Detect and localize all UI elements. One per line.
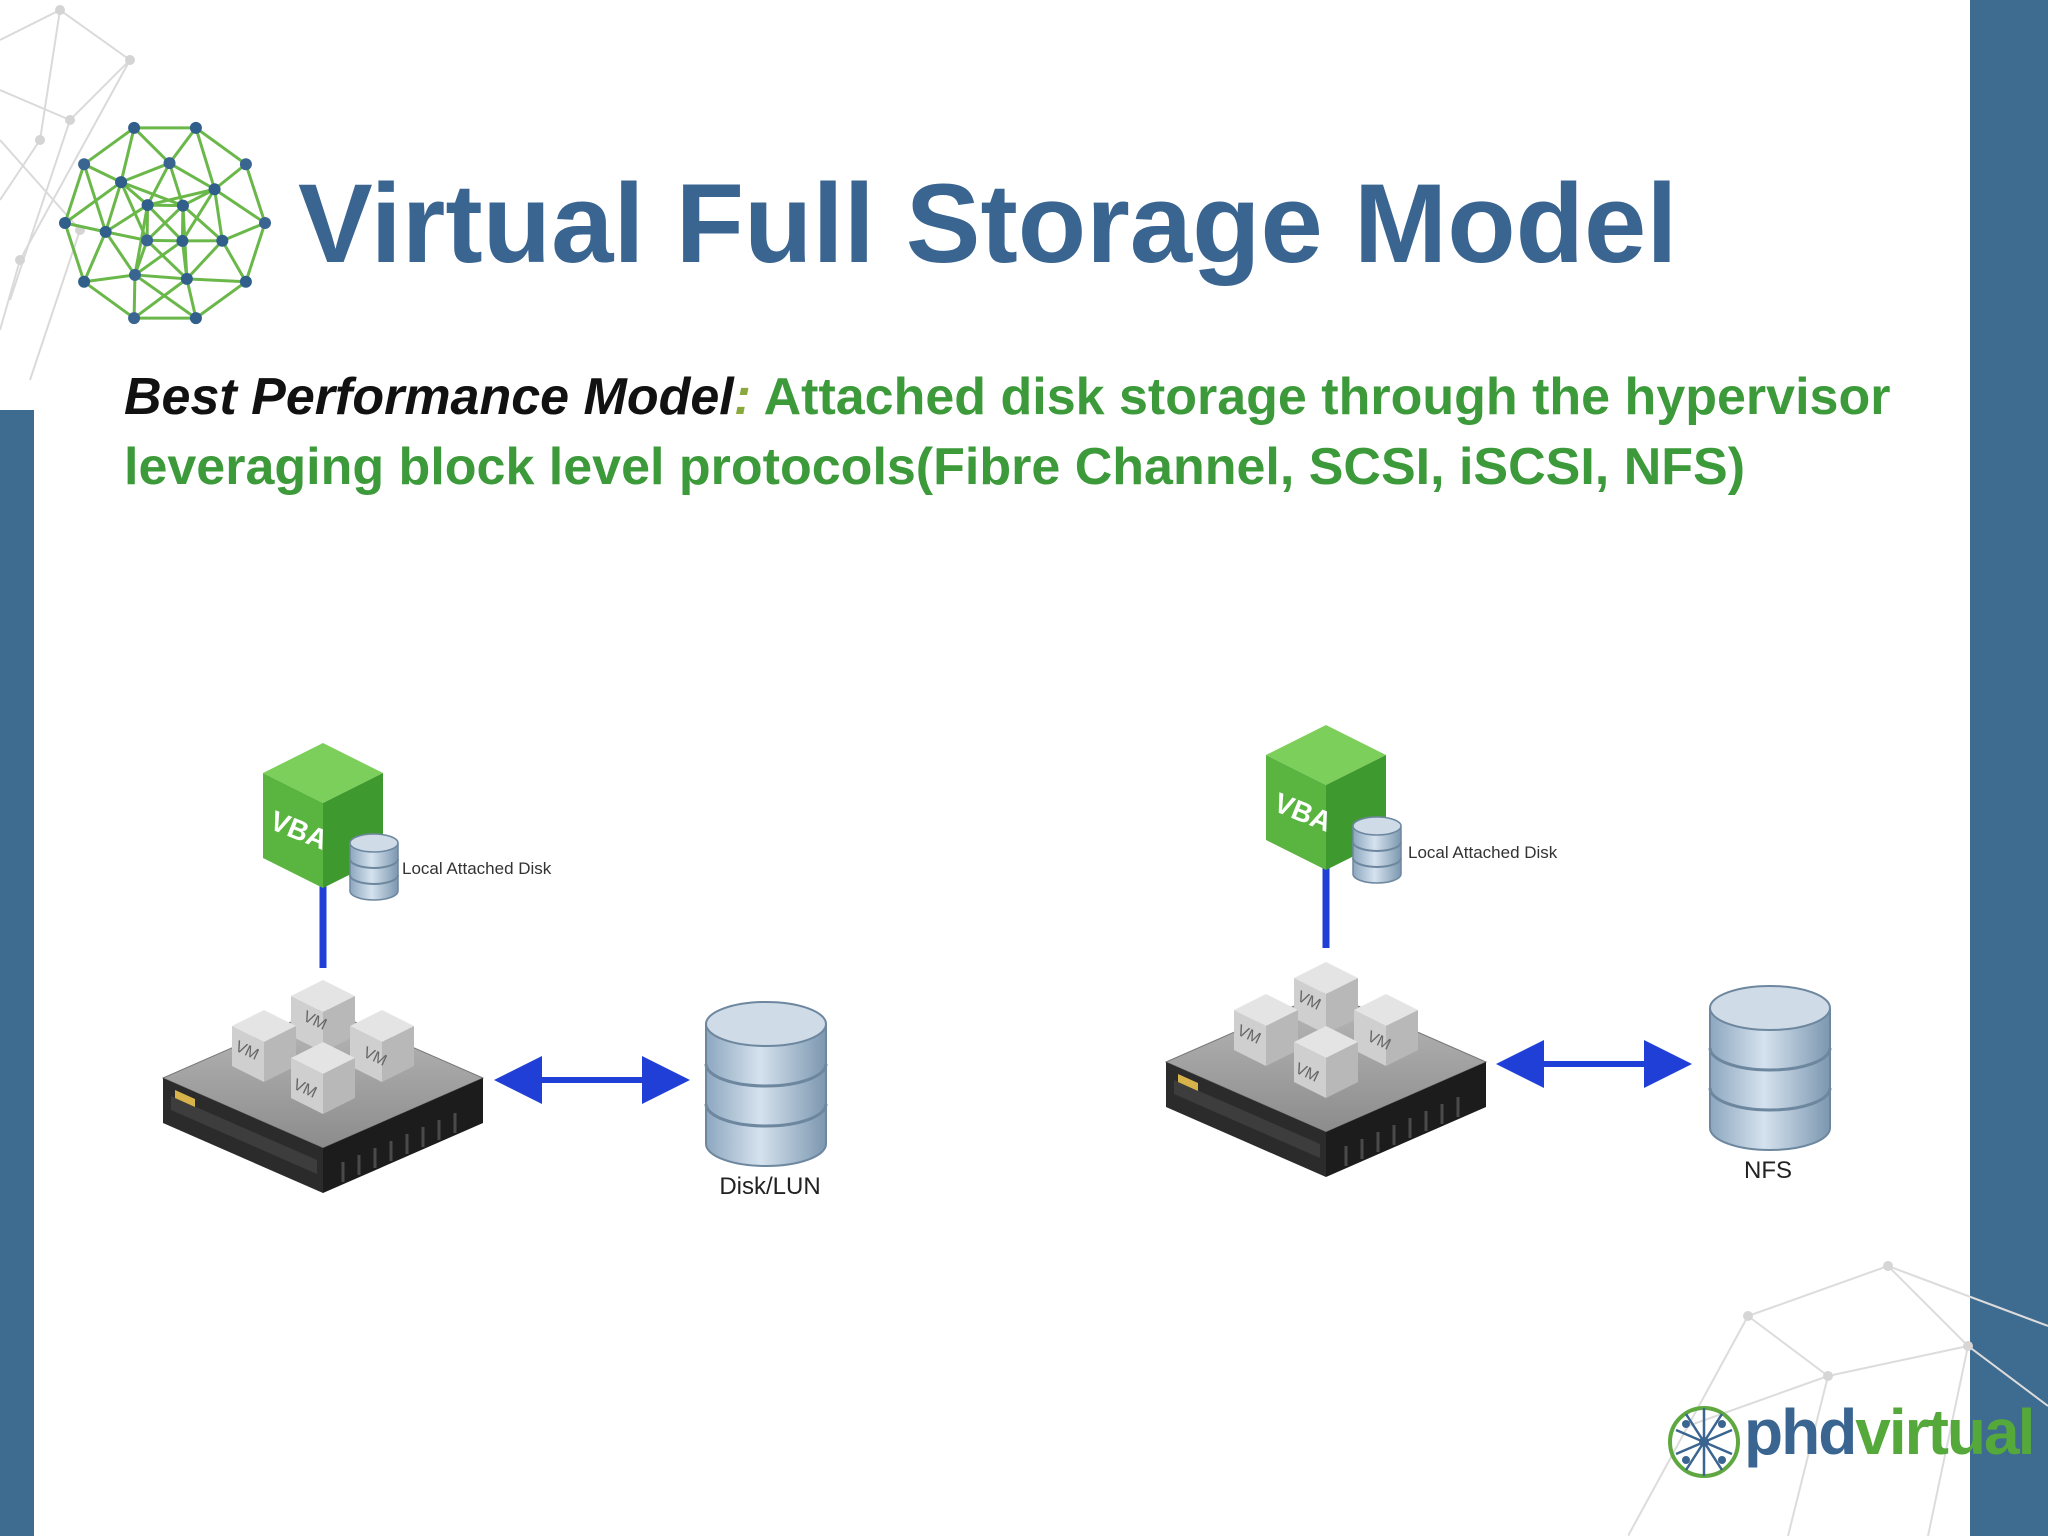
network-decoration-top-left (0, 5, 135, 381)
sphere-node (259, 217, 271, 229)
subtitle-colon: : (733, 368, 752, 426)
left-diagram: VM VM VM VM VBA Local Attached Disk Disk… (161, 743, 828, 1200)
geodesic-sphere-icon (59, 121, 271, 325)
subtitle-text: Attached disk storage through the hyperv… (124, 368, 1891, 496)
sphere-node (128, 268, 141, 281)
left-local-disk-icon (349, 833, 399, 901)
sphere-node (189, 121, 202, 134)
sphere-node (128, 121, 141, 134)
phdvirtual-logo-text: phdvirtual (1744, 1400, 2035, 1464)
right-accent-bar (1970, 0, 2048, 1536)
sphere-node (239, 158, 252, 171)
right-local-disk-label: Local Attached Disk (1408, 843, 1558, 862)
sphere-node (189, 312, 202, 325)
sphere-node (99, 225, 112, 238)
right-diagram: VM VM VM VM VBA Local Attached Disk NFS (1164, 725, 1832, 1184)
sphere-node (78, 158, 91, 171)
slide-title: Virtual Full Storage Model (298, 161, 1678, 286)
sphere-node (208, 183, 221, 196)
logo-text-part2: virtual (1855, 1396, 2035, 1468)
sphere-node (59, 217, 71, 229)
sphere-node (180, 272, 193, 285)
left-local-disk-label: Local Attached Disk (402, 859, 552, 878)
left-storage-cylinder (704, 1000, 828, 1168)
left-storage-label: Disk/LUN (719, 1173, 820, 1200)
left-accent-bar (0, 410, 34, 1536)
right-storage-label: NFS (1744, 1157, 1792, 1184)
sphere-node (128, 312, 141, 325)
logo-text-part1: phd (1744, 1396, 1857, 1468)
sphere-node (176, 199, 189, 212)
sphere-node (216, 234, 229, 247)
sphere-node (115, 176, 128, 189)
subtitle-lead: Best Performance Model (124, 368, 734, 426)
sphere-node (78, 275, 91, 288)
right-storage-cylinder (1708, 984, 1832, 1152)
slide-subtitle: Best Performance Model: Attached disk st… (124, 362, 1954, 502)
phdvirtual-logo-icon (1668, 1406, 1740, 1478)
sphere-node (141, 199, 154, 212)
sphere-node (239, 275, 252, 288)
right-local-disk-icon (1352, 816, 1402, 884)
sphere-node (141, 234, 154, 247)
sphere-node (176, 234, 189, 247)
sphere-node (163, 157, 176, 170)
